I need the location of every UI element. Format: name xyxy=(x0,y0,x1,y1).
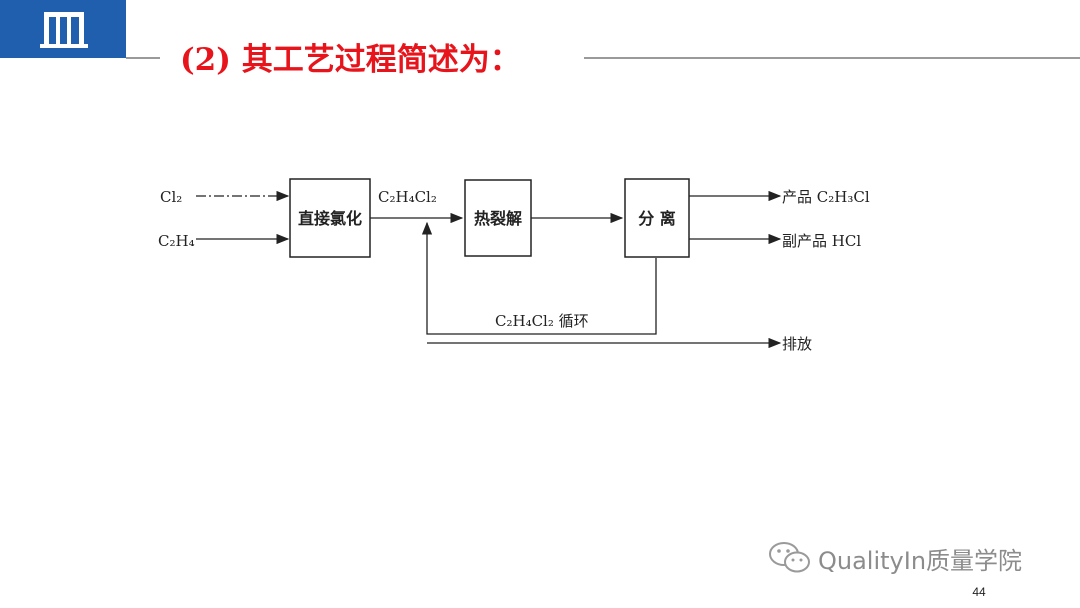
slide-title: (2) 其工艺过程简述为： xyxy=(160,36,584,132)
stream-label-edc: C₂H₄Cl₂ xyxy=(378,188,437,206)
stream-label-recycle: C₂H₄Cl₂ 循环 xyxy=(495,312,589,330)
process-flow-diagram: Cl₂ C₂H₄ 直接氯化 C₂H₄Cl₂ 热裂解 分 离 产品 C₂H₃Cl … xyxy=(158,178,870,353)
watermark-text: QualityIn质量学院 xyxy=(818,546,1023,575)
output-label-product: 产品 C₂H₃Cl xyxy=(782,188,870,206)
box-label-cracking: 热裂解 xyxy=(474,209,522,228)
wechat-icon xyxy=(769,542,810,573)
box-label-separation: 分 离 xyxy=(638,209,676,228)
header-divider xyxy=(126,57,1080,59)
logo xyxy=(0,0,126,58)
box-thermal-cracking xyxy=(464,179,532,257)
input-label-c2h4: C₂H₄ xyxy=(158,232,195,250)
output-label-byproduct: 副产品 HCl xyxy=(782,232,861,250)
box-separation xyxy=(624,178,690,258)
page-number: 44 xyxy=(972,585,986,599)
box-direct-chlorination xyxy=(289,178,371,258)
box-label-chlorination: 直接氯化 xyxy=(298,209,362,228)
watermark: QualityIn质量学院 xyxy=(768,538,1022,578)
input-label-cl2: Cl₂ xyxy=(160,188,182,206)
recycle-line xyxy=(421,221,657,335)
output-label-vent: 排放 xyxy=(782,335,812,353)
